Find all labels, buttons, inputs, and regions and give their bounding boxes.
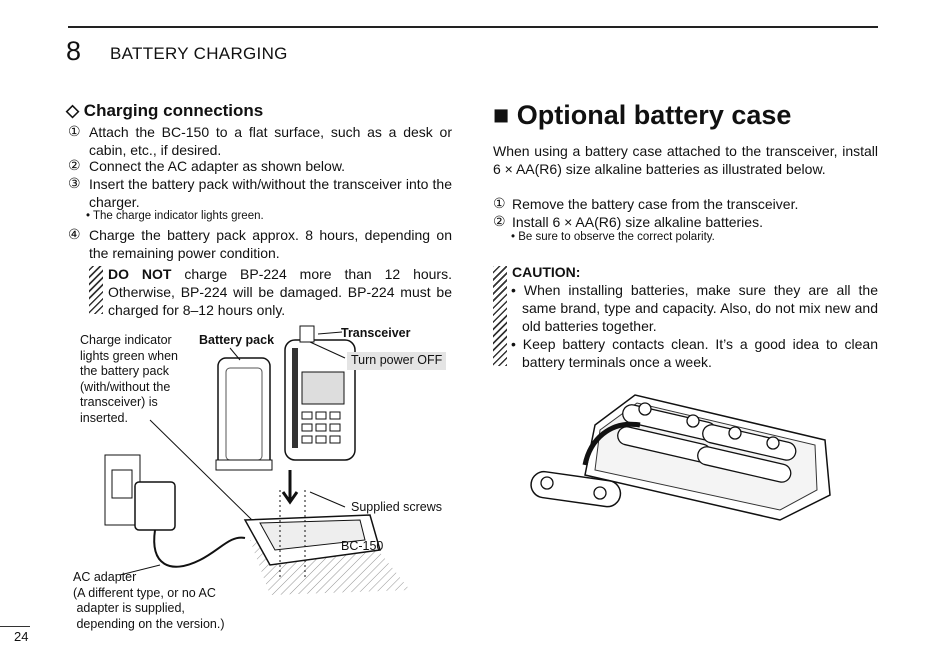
warning-text: DO NOT charge BP-224 more than 12 hours.…	[108, 266, 452, 318]
footer-rule	[0, 626, 30, 627]
power-off-label: Turn power OFF	[347, 352, 447, 370]
step-text: Connect the AC adapter as shown below.	[89, 158, 346, 174]
battery-pack-label: Battery pack	[199, 333, 275, 347]
page-number: 24	[14, 629, 29, 644]
screws-label: Supplied screws	[351, 500, 443, 514]
charger-illustration	[104, 325, 410, 595]
transceiver-label: Transceiver	[341, 326, 411, 340]
step-text: Attach the BC-150 to a flat surface, suc…	[89, 124, 452, 158]
step-text: Insert the battery pack with/without the…	[89, 176, 452, 210]
step-text: Remove the battery case from the transce…	[512, 196, 799, 212]
caution-item: • Keep battery contacts clean. It’s a go…	[511, 336, 878, 370]
step-text: Install 6 × AA(R6) size alkaline batteri…	[512, 214, 763, 230]
charging-connections-heading: ◇ Charging connections	[66, 101, 264, 120]
optional-battery-case-heading: ■ Optional battery case	[493, 100, 792, 130]
battery-case-intro: When using a battery case attached to th…	[493, 143, 878, 177]
indicator-label: Charge indicator lights green when the b…	[80, 333, 178, 425]
step-number: ①	[493, 195, 506, 211]
step-number: ①	[68, 123, 81, 139]
step-number: ③	[68, 175, 81, 191]
header-rule	[68, 26, 878, 28]
warning-hatch-icon	[89, 266, 103, 314]
step-number: ④	[68, 226, 81, 242]
step-number: ②	[493, 213, 506, 229]
chapter-title: BATTERY CHARGING	[110, 44, 288, 63]
adapter-label: AC adapter (A different type, or no AC a…	[73, 570, 225, 631]
battery-case-illustration	[530, 394, 831, 521]
step-note: • Be sure to observe the correct polarit…	[511, 231, 715, 243]
chapter-number: 8	[66, 36, 82, 66]
step-number: ②	[68, 157, 81, 173]
caution-hatch-icon	[493, 266, 507, 366]
step-text: Charge the battery pack approx. 8 hours,…	[89, 227, 452, 261]
caution-item: • When installing batteries, make sure t…	[511, 282, 878, 334]
charger-label: BC-150	[341, 539, 384, 553]
caution-title: CAUTION:	[512, 264, 581, 280]
step-note: • The charge indicator lights green.	[86, 210, 264, 222]
